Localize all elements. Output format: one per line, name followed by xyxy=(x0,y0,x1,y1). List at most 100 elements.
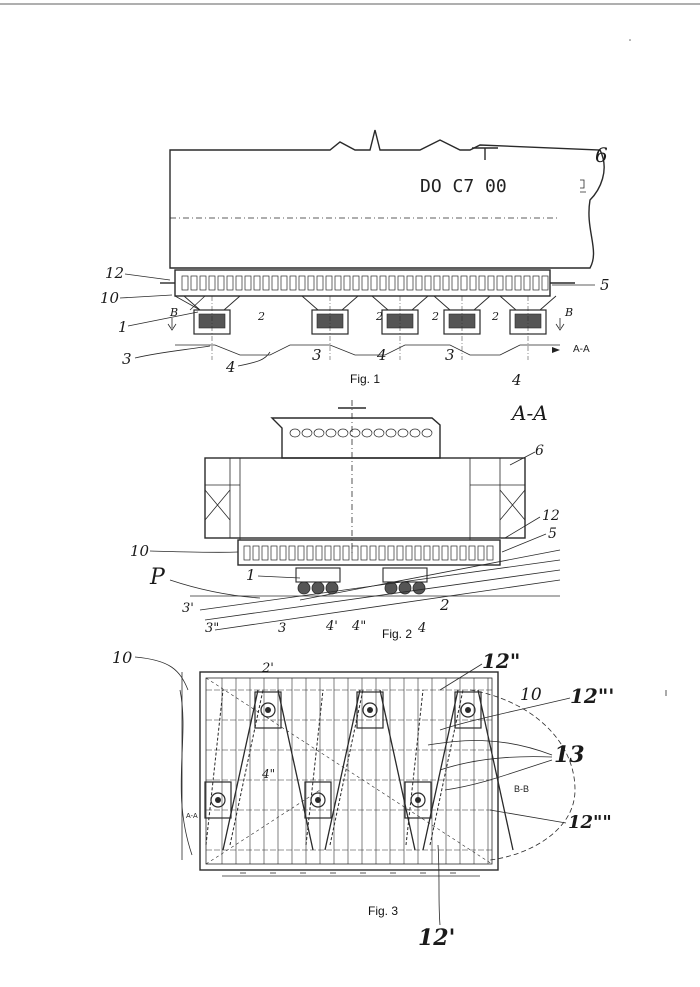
fig3-leader-12prime xyxy=(438,845,440,925)
figure-3: 10 2' 4" 12" 10 12"' 13 B-B 12"" 12' A-A… xyxy=(112,648,614,951)
bogie-wheel xyxy=(413,582,425,594)
beam-cell xyxy=(478,546,484,560)
fig2-label-4dbl: 4" xyxy=(351,619,366,634)
fig2-label-10: 10 xyxy=(130,542,150,560)
bogie-bracket-end xyxy=(175,296,205,310)
deckhouse-window xyxy=(302,429,312,437)
fig2-hull-frames xyxy=(205,458,525,538)
fig3-truss-diagonals xyxy=(206,678,513,864)
label-12: 12 xyxy=(105,264,124,282)
fig2-leader-10 xyxy=(150,551,238,552)
beam-cell xyxy=(515,276,521,290)
label-4-c: 4 xyxy=(511,371,522,389)
beam-cell xyxy=(344,276,350,290)
fig3-label-12prime: 12' xyxy=(418,925,455,951)
label-b-left: B xyxy=(169,306,178,319)
fig3-leader-12dbl xyxy=(440,664,482,690)
beam-cell xyxy=(415,546,421,560)
fig2-section-title: A-A xyxy=(510,401,548,425)
beam-cell xyxy=(335,276,341,290)
beam-cell xyxy=(416,276,422,290)
beam-cell xyxy=(542,276,548,290)
beam-cell xyxy=(191,276,197,290)
fig2-label-4: 4 xyxy=(417,621,426,636)
label-2-c: 2 xyxy=(431,310,439,323)
beam-cell xyxy=(343,546,349,560)
fig2-deckhouse-windows xyxy=(290,429,432,437)
fig2-label-3prime: 3' xyxy=(182,601,194,616)
scan-dot xyxy=(629,39,631,41)
drive-unit-axle xyxy=(315,797,321,803)
truss-brace xyxy=(206,678,492,864)
deckhouse-window xyxy=(374,429,384,437)
beam-cell xyxy=(479,276,485,290)
figure-2: A-A 6 12 5 10 P 1 2 3' 3" 3 4' 4" 4 Fig.… xyxy=(130,400,560,641)
label-b-right: B xyxy=(564,306,573,319)
beam-cell xyxy=(380,276,386,290)
beam-cell xyxy=(425,276,431,290)
deckhouse-window xyxy=(398,429,408,437)
fig2-label-p: P xyxy=(149,565,166,590)
label-10: 10 xyxy=(100,289,120,307)
deckhouse-window xyxy=(326,429,336,437)
leader-4-a xyxy=(238,352,270,366)
label-3-a: 3 xyxy=(122,350,132,368)
beam-cell xyxy=(487,546,493,560)
fig2-label-6: 6 xyxy=(535,443,544,459)
drive-unit-axle xyxy=(415,797,421,803)
beam-cell xyxy=(443,276,449,290)
beam-cell xyxy=(461,276,467,290)
fig3-leader-10-left xyxy=(135,657,188,690)
beam-cell xyxy=(200,276,206,290)
fig2-label-12: 12 xyxy=(542,508,560,524)
platform-beam-cells xyxy=(182,276,548,290)
beam-cell xyxy=(407,276,413,290)
beam-cell xyxy=(370,546,376,560)
beam-cell xyxy=(308,276,314,290)
deckhouse-window xyxy=(362,429,372,437)
leader-3-a xyxy=(135,346,210,358)
drive-unit-axle xyxy=(367,707,373,713)
label-3-c: 3 xyxy=(445,346,455,364)
label-2-a: 2 xyxy=(257,310,265,323)
beam-cell xyxy=(434,276,440,290)
beam-cell xyxy=(182,276,188,290)
beam-cell xyxy=(352,546,358,560)
beam-cell xyxy=(236,276,242,290)
beam-cell xyxy=(460,546,466,560)
ship-marking: DO C7 00 xyxy=(420,176,507,197)
beam-cell xyxy=(469,546,475,560)
fig2-label-2: 2 xyxy=(439,596,450,614)
beam-cell xyxy=(298,546,304,560)
label-5: 5 xyxy=(600,276,610,294)
fig2-label-3: 3 xyxy=(278,621,286,636)
beam-cell xyxy=(281,276,287,290)
label-4-b: 4 xyxy=(376,346,387,364)
beam-cell xyxy=(272,276,278,290)
beam-cell xyxy=(371,276,377,290)
beam-cell xyxy=(280,546,286,560)
fig3-leader-12quad xyxy=(490,810,566,823)
beam-cell xyxy=(299,276,305,290)
fig2-leader-12 xyxy=(505,517,540,538)
beam-cell xyxy=(397,546,403,560)
fig3-label-12quad: 12"" xyxy=(568,812,612,833)
beam-cell xyxy=(497,276,503,290)
fig2-hull xyxy=(205,458,525,538)
beam-cell xyxy=(424,546,430,560)
beam-cell xyxy=(245,276,251,290)
beam-cell xyxy=(307,546,313,560)
fig3-section-bb: B-B xyxy=(514,784,529,794)
beam-cell xyxy=(452,276,458,290)
bogie-wheel xyxy=(312,582,324,594)
beam-cell xyxy=(254,276,260,290)
fig2-label-5: 5 xyxy=(548,526,557,542)
beam-cell xyxy=(506,276,512,290)
deckhouse-window xyxy=(314,429,324,437)
fig2-label-3dbl: 3" xyxy=(205,621,219,636)
fig3-section-aa: A-A xyxy=(186,813,198,820)
deckhouse-window xyxy=(410,429,420,437)
drive-unit-axle xyxy=(215,797,221,803)
beam-cell xyxy=(244,546,250,560)
